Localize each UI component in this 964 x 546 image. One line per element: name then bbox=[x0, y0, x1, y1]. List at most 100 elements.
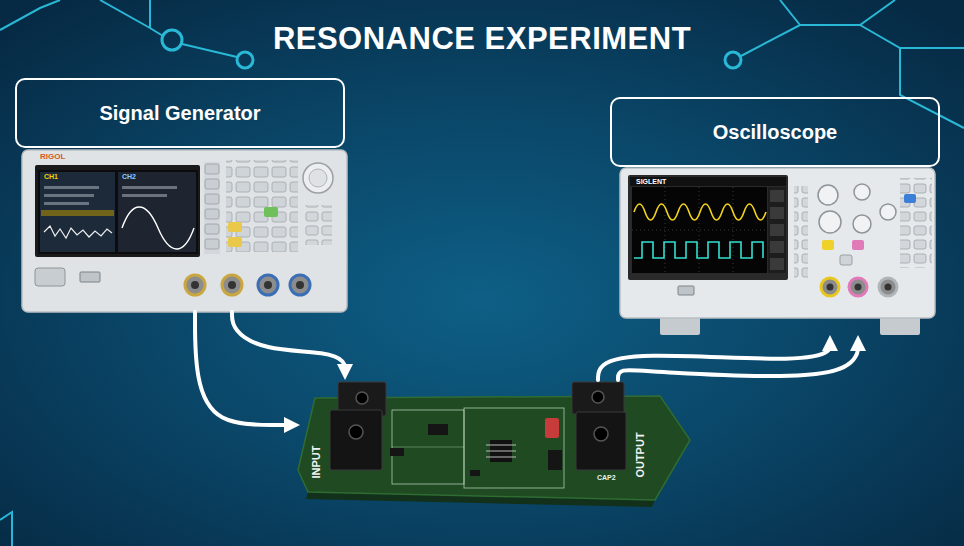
signal-generator-drawing bbox=[35, 165, 200, 257]
oscilloscope-drawing bbox=[770, 207, 784, 219]
hex-decoration bbox=[182, 44, 237, 57]
hex-decoration bbox=[0, 512, 12, 546]
circuit-board-drawing bbox=[572, 382, 624, 414]
hex-decoration bbox=[237, 52, 253, 68]
circuit-board-drawing bbox=[298, 396, 690, 500]
oscilloscope-drawing bbox=[634, 204, 766, 220]
signal-generator-drawing bbox=[290, 275, 310, 295]
signal-generator-drawing bbox=[122, 194, 167, 197]
oscilloscope-drawing bbox=[904, 194, 916, 203]
oscilloscope-drawing bbox=[770, 241, 784, 253]
oscilloscope-drawing bbox=[770, 224, 784, 236]
signal-generator-drawing bbox=[309, 169, 327, 187]
signal-generator-drawing bbox=[44, 194, 94, 197]
page-title: RESONANCE EXPERIMENT bbox=[0, 22, 964, 56]
oscilloscope-drawing bbox=[768, 187, 786, 273]
hex-decoration bbox=[149, 0, 151, 28]
oscilloscope-drawing bbox=[634, 242, 763, 258]
circuit-board-drawing bbox=[592, 391, 604, 403]
signal-generator-drawing bbox=[228, 222, 242, 232]
port-label: INPUT bbox=[310, 446, 322, 479]
connector-line bbox=[232, 312, 345, 369]
brand-name: RIGOL bbox=[40, 153, 65, 162]
signal-generator-drawing bbox=[44, 226, 112, 238]
circuit-board-drawing bbox=[594, 427, 608, 441]
signal-generator-drawing bbox=[118, 172, 196, 252]
signal-generator-drawing bbox=[44, 186, 99, 189]
signal-generator-drawing bbox=[122, 186, 177, 189]
circuit-board-drawing bbox=[428, 424, 448, 435]
signal-generator-drawing bbox=[185, 275, 205, 295]
port-label: OUTPUT bbox=[634, 432, 646, 477]
oscilloscope-drawing bbox=[620, 168, 935, 335]
signal-generator-drawing bbox=[205, 179, 219, 189]
oscilloscope-drawing bbox=[855, 284, 862, 291]
hex-decoration bbox=[162, 30, 182, 50]
signal-generator: RIGOL bbox=[22, 150, 347, 312]
oscilloscope-drawing bbox=[854, 184, 870, 200]
connector-arrow bbox=[232, 312, 353, 380]
oscilloscope-drawing bbox=[822, 240, 834, 250]
box-title: Signal Generator bbox=[99, 102, 260, 124]
arrowhead bbox=[284, 417, 300, 433]
circuit-board-drawing bbox=[576, 412, 626, 470]
signal-generator-drawing bbox=[205, 239, 219, 249]
signal-generator-drawing bbox=[222, 275, 242, 295]
signal-generator-drawing bbox=[264, 207, 278, 217]
oscilloscope-drawing bbox=[699, 187, 700, 273]
signal-generator-drawing bbox=[228, 281, 236, 289]
oscilloscope-drawing bbox=[885, 284, 892, 291]
circuit-board-drawing bbox=[392, 410, 464, 484]
signal-generator-drawing bbox=[204, 162, 220, 254]
signal-generator-drawing bbox=[303, 163, 333, 193]
circuit-board-drawing bbox=[390, 448, 404, 456]
signal-generator-drawing bbox=[40, 172, 115, 252]
brand-name: SIGLENT bbox=[636, 178, 666, 186]
signal-generator-drawing bbox=[38, 170, 198, 254]
oscilloscope-drawing bbox=[818, 185, 838, 205]
signal-generator-drawing bbox=[264, 281, 272, 289]
oscilloscope-drawing bbox=[880, 204, 896, 220]
signal-generator-drawing bbox=[205, 194, 219, 204]
oscilloscope-drawing bbox=[770, 190, 784, 202]
connector-line bbox=[618, 346, 858, 380]
connector-arrow bbox=[195, 312, 300, 433]
signal-generator-drawing bbox=[228, 237, 242, 247]
signal-generator-drawing bbox=[205, 209, 219, 219]
signal-generator-drawing bbox=[41, 210, 114, 216]
signal-generator-drawing bbox=[22, 150, 347, 312]
oscilloscope-drawing bbox=[620, 168, 935, 318]
circuit-board-drawing bbox=[486, 451, 516, 452]
signal-generator-drawing bbox=[258, 275, 278, 295]
hex-decoration bbox=[900, 48, 964, 128]
oscilloscope-drawing bbox=[632, 230, 767, 231]
oscilloscope-drawing bbox=[853, 215, 871, 233]
signal-generator-drawing bbox=[226, 160, 298, 252]
circuit-board-drawing bbox=[464, 408, 564, 488]
circuit-board-drawing bbox=[330, 410, 382, 470]
connector-arrow bbox=[618, 335, 866, 380]
oscilloscope-drawing bbox=[628, 175, 788, 280]
circuit-board-drawing bbox=[486, 457, 516, 458]
signal-generator-drawing bbox=[191, 281, 199, 289]
arrowhead bbox=[850, 335, 866, 351]
oscilloscope: SIGLENT bbox=[620, 168, 935, 335]
hex-decoration bbox=[860, 25, 964, 48]
signal-generator-drawing bbox=[122, 207, 194, 249]
signal-generator-drawing bbox=[44, 202, 89, 205]
device-label-box: Oscilloscope bbox=[610, 97, 940, 167]
hex-decoration bbox=[0, 0, 60, 30]
panel-label: CH1 bbox=[44, 173, 58, 181]
hex-decoration bbox=[780, 0, 800, 25]
signal-generator-drawing bbox=[304, 205, 332, 245]
circuit-board-drawing bbox=[356, 392, 368, 404]
panel-label: CAP2 bbox=[597, 474, 616, 482]
signal-generator-drawing bbox=[296, 281, 304, 289]
circuit-board-drawing bbox=[486, 445, 516, 446]
circuit-board-drawing bbox=[545, 418, 559, 438]
oscilloscope-drawing bbox=[794, 186, 808, 278]
